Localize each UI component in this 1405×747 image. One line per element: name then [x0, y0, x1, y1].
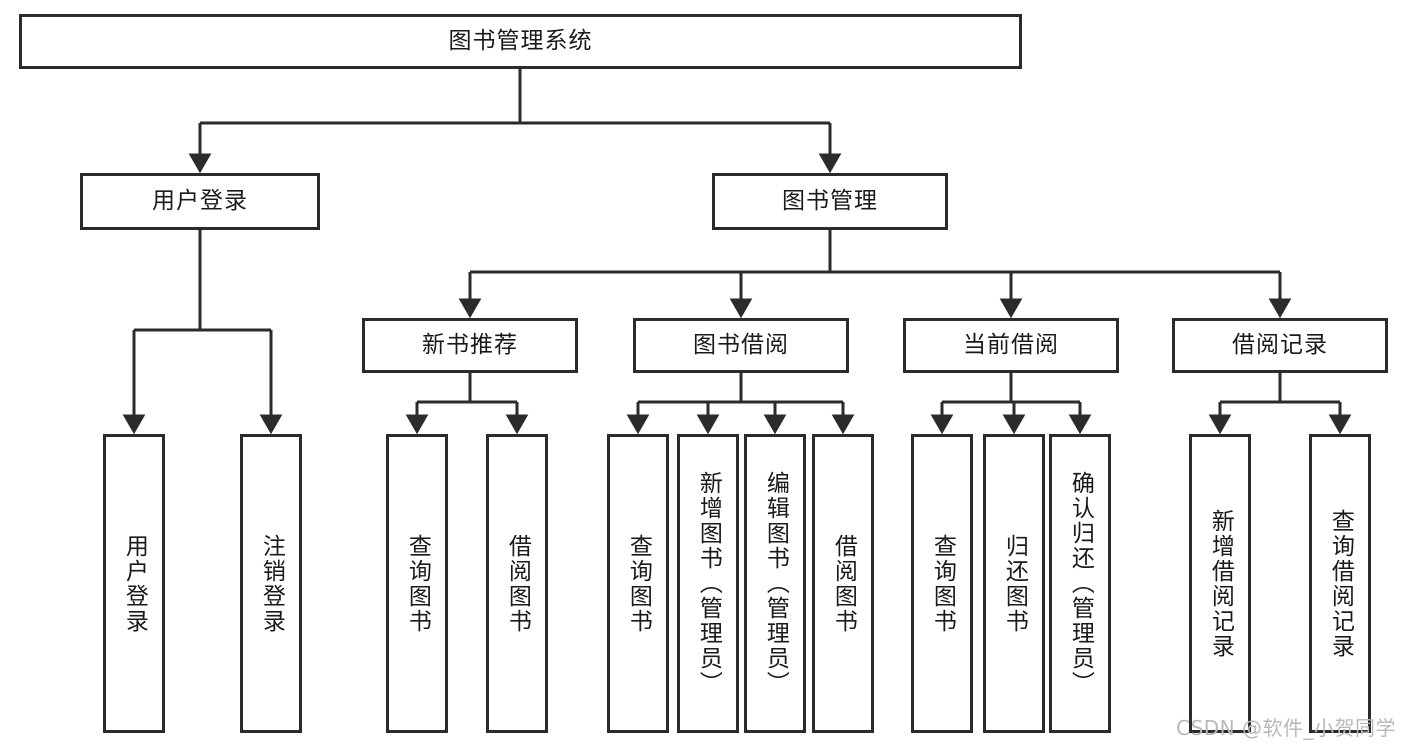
leaf-query-book-borrow-label: 查询图书	[625, 533, 652, 634]
node-book-borrow-label: 图书借阅	[693, 331, 789, 358]
leaf-user-login[interactable]: 用户登录	[103, 434, 165, 733]
node-book-borrow[interactable]: 图书借阅	[633, 318, 849, 373]
node-new-book-recommend-label: 新书推荐	[422, 331, 518, 358]
leaf-query-book-borrow[interactable]: 查询图书	[607, 434, 669, 733]
leaf-confirm-return-admin[interactable]: 确认归还（管理员）	[1049, 434, 1111, 733]
leaf-query-borrow-record[interactable]: 查询借阅记录	[1309, 434, 1371, 733]
node-user-login-label: 用户登录	[152, 187, 248, 214]
node-borrow-record-label: 借阅记录	[1232, 331, 1328, 358]
node-current-borrow[interactable]: 当前借阅	[903, 318, 1119, 373]
leaf-borrow-book-label: 借阅图书	[830, 533, 857, 634]
leaf-add-borrow-record[interactable]: 新增借阅记录	[1189, 434, 1251, 733]
node-root-label: 图书管理系统	[448, 27, 593, 54]
connector-group-borrow-record	[1208, 373, 1352, 435]
leaf-logout-label: 注销登录	[258, 533, 285, 634]
watermark: CSDN @软件_小贺同学	[1176, 716, 1396, 740]
node-book-management-label: 图书管理	[782, 187, 878, 214]
node-user-login[interactable]: 用户登录	[80, 173, 320, 230]
leaf-logout[interactable]: 注销登录	[240, 434, 302, 733]
leaf-edit-book-admin-label: 编辑图书（管理员）	[762, 471, 789, 696]
node-book-management[interactable]: 图书管理	[712, 173, 948, 230]
leaf-add-book-admin-label: 新增图书（管理员）	[695, 471, 722, 696]
leaf-borrow-book-recommend[interactable]: 借阅图书	[486, 434, 548, 733]
leaf-query-book-current[interactable]: 查询图书	[911, 434, 973, 733]
node-current-borrow-label: 当前借阅	[963, 331, 1059, 358]
connector-group-current-borrow	[930, 373, 1092, 435]
leaf-return-book-label: 归还图书	[1001, 533, 1028, 634]
leaf-query-borrow-record-label: 查询借阅记录	[1327, 508, 1354, 659]
leaf-edit-book-admin[interactable]: 编辑图书（管理员）	[744, 434, 806, 733]
leaf-borrow-book[interactable]: 借阅图书	[812, 434, 874, 733]
connector-group-book-manage	[458, 230, 1292, 319]
node-borrow-record[interactable]: 借阅记录	[1172, 318, 1388, 373]
leaf-confirm-return-admin-label: 确认归还（管理员）	[1067, 471, 1094, 696]
connector-group-root	[188, 69, 842, 174]
leaf-user-login-label: 用户登录	[121, 533, 148, 634]
connector-group-new-book	[405, 373, 529, 435]
leaf-query-book-recommend-label: 查询图书	[404, 533, 431, 634]
connector-group-user-login	[122, 230, 283, 435]
node-new-book-recommend[interactable]: 新书推荐	[362, 318, 578, 373]
leaf-query-book-current-label: 查询图书	[929, 533, 956, 634]
leaf-borrow-book-recommend-label: 借阅图书	[504, 533, 531, 634]
leaf-add-borrow-record-label: 新增借阅记录	[1207, 508, 1234, 659]
leaf-return-book[interactable]: 归还图书	[983, 434, 1045, 733]
node-root[interactable]: 图书管理系统	[19, 14, 1022, 69]
leaf-query-book-recommend[interactable]: 查询图书	[386, 434, 448, 733]
connector-group-borrow-book	[626, 373, 855, 435]
leaf-add-book-admin[interactable]: 新增图书（管理员）	[677, 434, 739, 733]
